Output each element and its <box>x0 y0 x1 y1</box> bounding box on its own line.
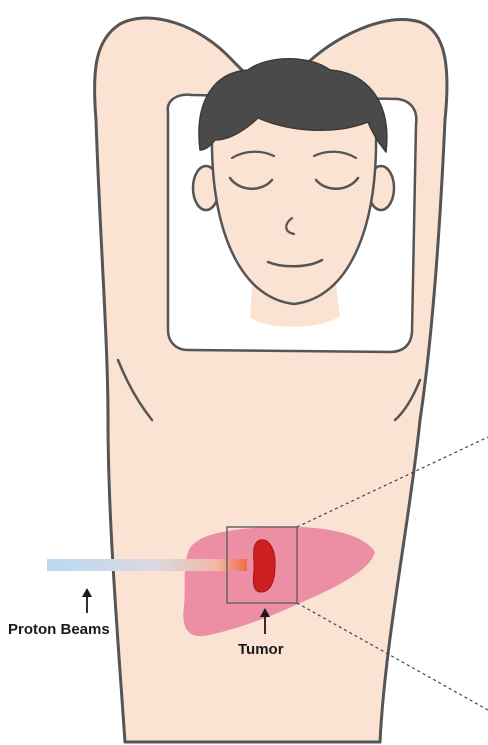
tumor <box>253 540 275 592</box>
beam-arrow <box>82 588 92 613</box>
tumor-label: Tumor <box>238 641 284 658</box>
proton-beams-label: Proton Beams <box>8 621 110 638</box>
proton-beam <box>47 559 247 571</box>
